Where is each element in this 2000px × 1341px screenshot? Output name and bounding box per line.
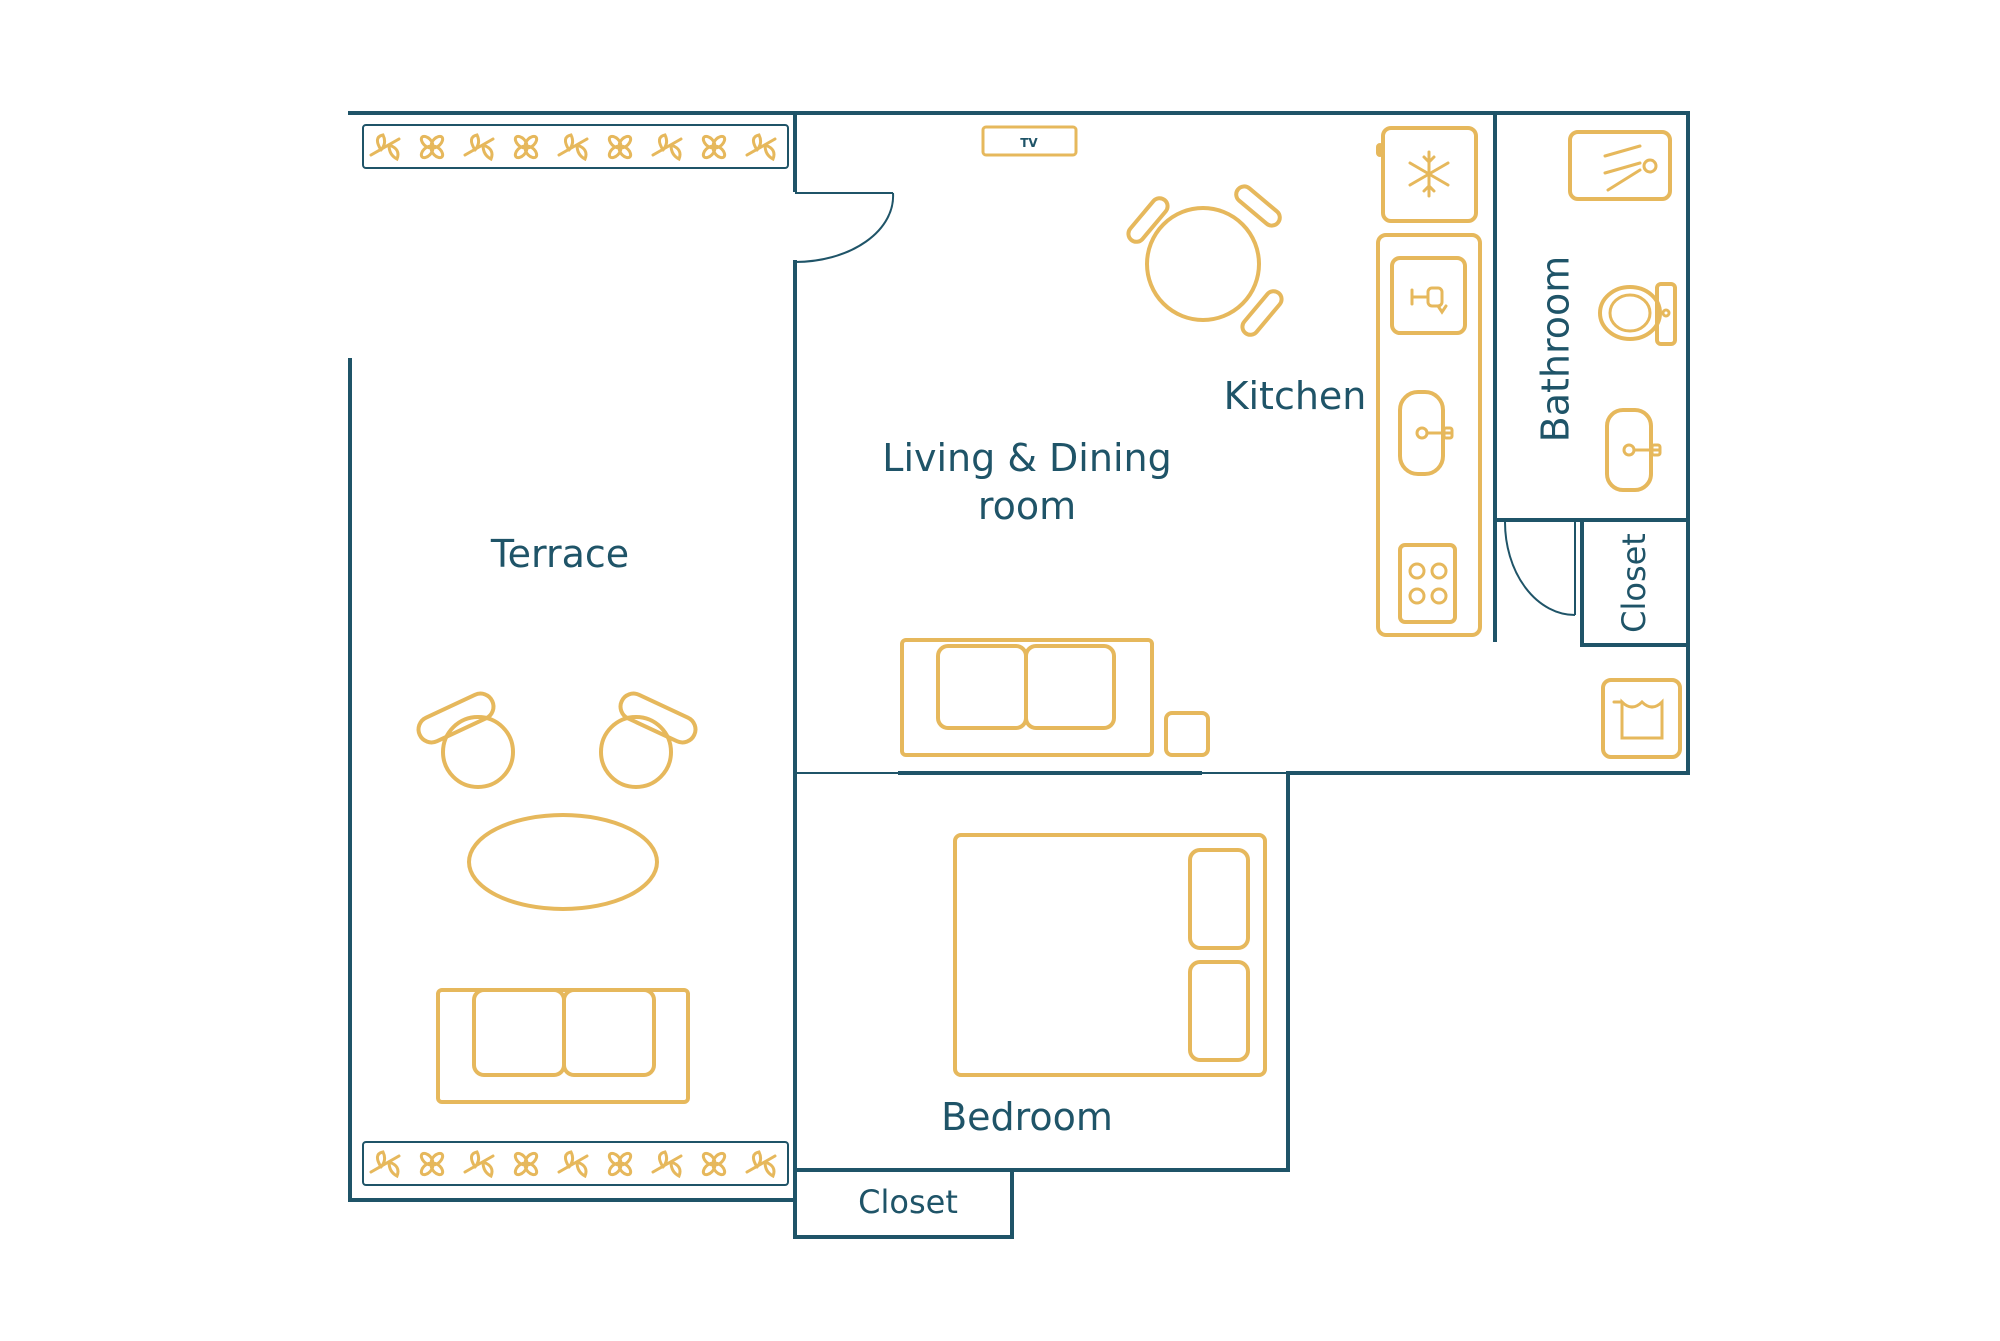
shower-icon	[1568, 130, 1672, 201]
terrace-sofa	[436, 988, 690, 1104]
leaf-icon	[463, 1150, 495, 1179]
leaf-icon	[419, 1151, 445, 1177]
room-label-terrace: Terrace	[490, 532, 629, 576]
cooktop-icon	[1398, 543, 1457, 624]
terrace-armchair-right	[599, 691, 698, 789]
leaf-icon	[607, 1151, 633, 1177]
room-label-kitchen: Kitchen	[1224, 374, 1367, 418]
leaf-icon	[557, 1150, 589, 1179]
bed	[953, 833, 1267, 1077]
doors	[794, 192, 1576, 616]
kitchen-counter	[1376, 233, 1482, 637]
leaf-icon	[369, 1150, 401, 1179]
snowflake-icon	[1408, 150, 1450, 198]
kitchen-sink	[1398, 390, 1454, 476]
side-table	[1164, 711, 1210, 757]
leaf-icon	[463, 133, 495, 162]
tv: TV	[981, 125, 1078, 157]
room-label-bathroom: Bathroom	[1534, 256, 1578, 443]
leaf-icon	[607, 134, 633, 160]
walls	[348, 111, 1690, 1239]
living-sofa	[900, 638, 1154, 757]
leaf-icon	[701, 1151, 727, 1177]
room-label-closet-bottom: Closet	[858, 1183, 958, 1221]
washing-machine-icon	[1601, 678, 1682, 759]
planter-top	[362, 124, 789, 169]
planter-bottom	[362, 1141, 789, 1186]
leaf-icon	[651, 1150, 683, 1179]
leaf-icon	[651, 133, 683, 162]
leaf-planter-icon	[369, 1150, 777, 1179]
fridge	[1376, 126, 1478, 223]
washbasin-icon	[1605, 408, 1662, 492]
leaf-icon	[745, 1150, 777, 1179]
dining-table	[1126, 184, 1284, 337]
leaf-icon	[419, 134, 445, 160]
room-label-living-line2: room	[978, 484, 1076, 528]
leaf-icon	[513, 1151, 539, 1177]
terrace-armchair-left	[416, 691, 515, 789]
leaf-icon	[557, 133, 589, 162]
room-label-closet-right: Closet	[1615, 533, 1653, 633]
toilet-icon	[1598, 282, 1677, 346]
leaf-planter-icon	[369, 133, 777, 162]
leaf-icon	[701, 134, 727, 160]
room-label-living-line1: Living & Dining	[882, 436, 1171, 480]
dishwasher	[1390, 256, 1467, 335]
leaf-icon	[369, 133, 401, 162]
faucet-icon	[1410, 286, 1448, 315]
leaf-icon	[745, 133, 777, 162]
leaf-icon	[513, 134, 539, 160]
tv-label: TV	[1020, 136, 1038, 150]
terrace-table	[467, 813, 659, 911]
room-label-bedroom: Bedroom	[941, 1095, 1113, 1139]
